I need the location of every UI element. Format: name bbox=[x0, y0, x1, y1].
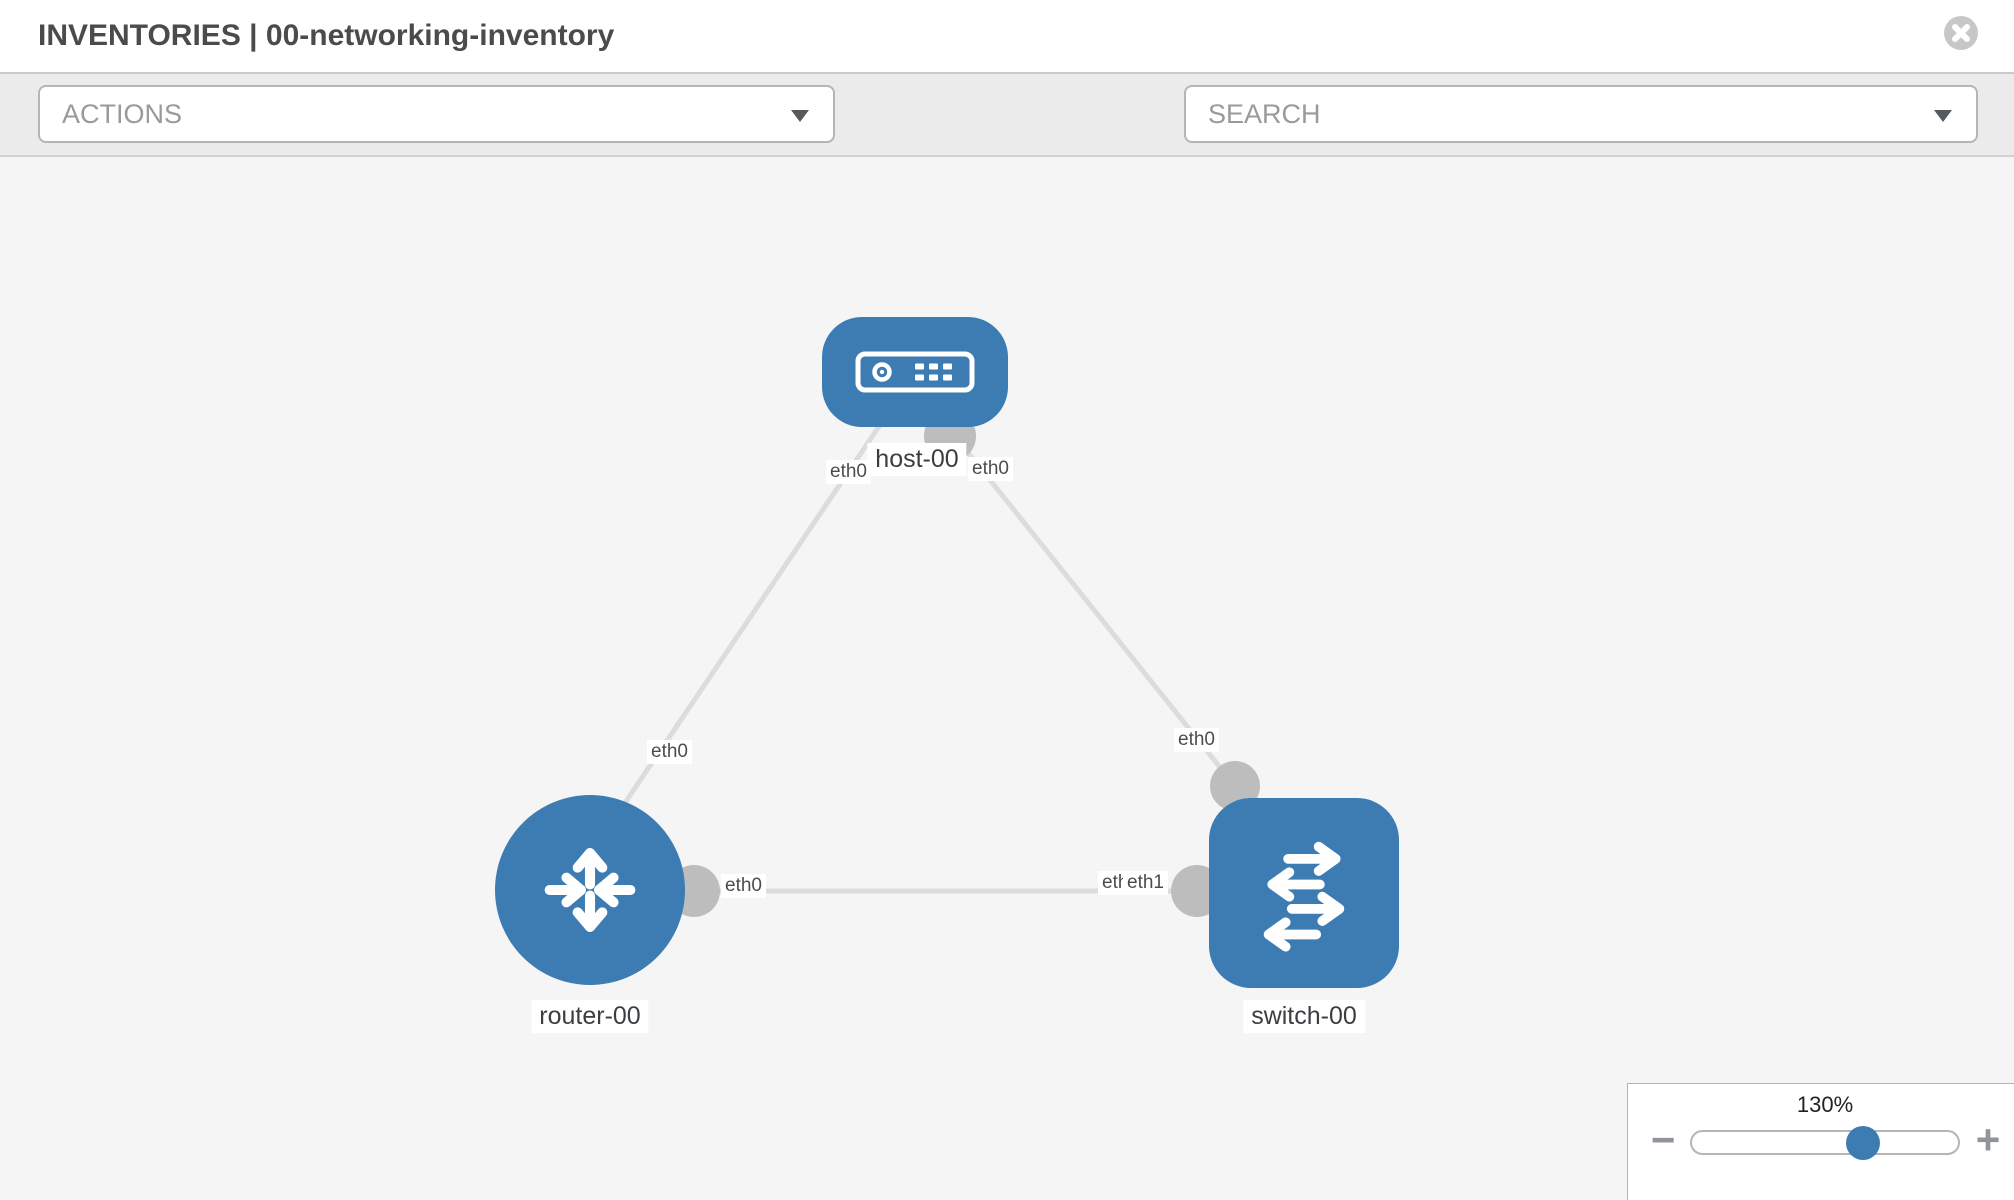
toolbar: ACTIONS SEARCH bbox=[0, 72, 2014, 207]
node-host-00[interactable] bbox=[822, 317, 1008, 427]
zoom-control-panel: 130% − + bbox=[1627, 1083, 2014, 1200]
chevron-down-icon bbox=[1934, 110, 1952, 122]
zoom-in-button[interactable]: + bbox=[1975, 1116, 2001, 1163]
interface-label-switch-eth1: eth1 bbox=[1123, 871, 1168, 895]
zoom-slider-thumb[interactable] bbox=[1846, 1126, 1880, 1160]
zoom-out-button[interactable]: − bbox=[1650, 1116, 1676, 1163]
links-layer bbox=[607, 410, 1260, 917]
node-router-00[interactable] bbox=[495, 795, 685, 985]
interface-label-router-eth0-top: eth0 bbox=[647, 740, 692, 764]
actions-dropdown[interactable]: ACTIONS bbox=[38, 85, 835, 143]
link-host-router[interactable] bbox=[607, 423, 883, 827]
node-switch-00[interactable] bbox=[1209, 798, 1399, 988]
router-icon bbox=[544, 848, 636, 932]
interface-label-router-eth0-right: eth0 bbox=[721, 874, 766, 898]
interface-label-host-eth0-right: eth0 bbox=[968, 457, 1013, 481]
interface-label-host-eth0-left: eth0 bbox=[826, 460, 871, 484]
host-icon bbox=[855, 351, 975, 393]
search-dropdown-label: SEARCH bbox=[1208, 99, 1321, 129]
actions-dropdown-label: ACTIONS bbox=[62, 99, 183, 129]
chevron-down-icon bbox=[791, 110, 809, 122]
zoom-percent-value: 130% bbox=[1796, 1092, 1854, 1117]
topology-canvas[interactable]: host-00 router-00 switch-00 eth0 eth0 et… bbox=[0, 157, 2014, 1200]
node-label-router-00[interactable]: router-00 bbox=[531, 1000, 649, 1033]
switch-icon bbox=[1263, 841, 1345, 952]
node-label-switch-00[interactable]: switch-00 bbox=[1243, 1000, 1365, 1033]
close-icon bbox=[1952, 24, 1970, 42]
search-dropdown[interactable]: SEARCH bbox=[1184, 85, 1978, 143]
page-title: INVENTORIES | 00-networking-inventory bbox=[38, 19, 615, 52]
interface-label-switch-eth0-top: eth0 bbox=[1174, 728, 1219, 752]
close-button[interactable] bbox=[1944, 16, 1978, 50]
zoom-slider-track[interactable] bbox=[1690, 1130, 1960, 1155]
node-label-host-00[interactable]: host-00 bbox=[867, 443, 967, 476]
header: INVENTORIES | 00-networking-inventory bbox=[0, 0, 2014, 72]
